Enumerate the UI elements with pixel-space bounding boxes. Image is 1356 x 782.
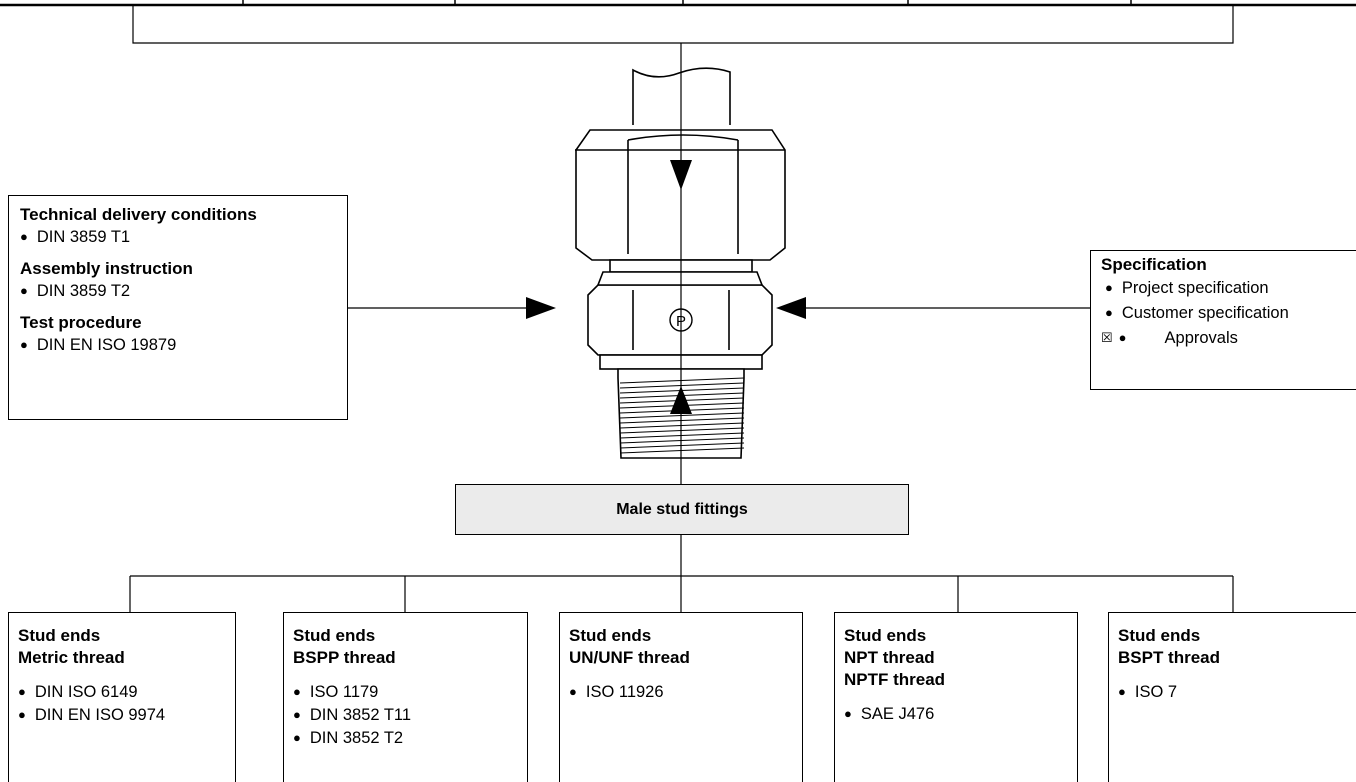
male-stud-fittings-box: Male stud fittings xyxy=(455,484,909,535)
specification-heading: Specification xyxy=(1101,255,1207,274)
standard-item: DIN 3852 T11 xyxy=(293,704,527,727)
male-stud-fittings-label: Male stud fittings xyxy=(616,500,748,518)
standard-item: ISO 7 xyxy=(1118,681,1356,704)
stud-ends-title: Stud ends xyxy=(1118,626,1201,645)
bullet-icon: ● xyxy=(1118,330,1127,345)
specification-panel: Specification Project specification Cust… xyxy=(1090,250,1356,390)
stud-ends-thread-type: NPT thread xyxy=(844,648,935,667)
arrow-down-top xyxy=(670,160,692,190)
arrow-left-right xyxy=(776,297,806,319)
specification-item: Customer specification xyxy=(1101,301,1356,326)
stud-ends-bspp-box: Stud ends BSPP thread ISO 1179 DIN 3852 … xyxy=(283,612,528,782)
approvals-row: ☒ ● Approvals xyxy=(1101,326,1356,350)
stud-ends-npt-box: Stud ends NPT thread NPTF thread SAE J47… xyxy=(834,612,1078,782)
stud-ends-title: Stud ends xyxy=(569,626,652,645)
specification-item: Project specification xyxy=(1101,276,1356,301)
stud-ends-title: Stud ends xyxy=(844,626,927,645)
stud-ends-thread-type: Metric thread xyxy=(18,648,125,667)
standard-item: DIN EN ISO 9974 xyxy=(18,704,235,727)
approvals-mark: ☒ xyxy=(1101,330,1113,345)
assembly-instruction-item: DIN 3859 T2 xyxy=(20,280,347,303)
arrow-right-left xyxy=(526,297,556,319)
top-connector xyxy=(132,5,1234,44)
stud-ends-title: Stud ends xyxy=(293,626,376,645)
standards-panel: Technical delivery conditions DIN 3859 T… xyxy=(8,195,348,420)
bottom-tree-connector xyxy=(129,535,1234,612)
test-procedure-heading: Test procedure xyxy=(20,313,142,332)
standard-item: SAE J476 xyxy=(844,703,1077,726)
standard-item: DIN 3852 T2 xyxy=(293,727,527,750)
standard-item: ISO 1179 xyxy=(293,681,527,704)
stud-ends-bspt-box: Stud ends BSPT thread ISO 7 xyxy=(1108,612,1356,782)
stud-ends-thread-type-alt: NPTF thread xyxy=(844,670,946,689)
stud-ends-thread-type: UN/UNF thread xyxy=(569,648,690,667)
test-procedure-item: DIN EN ISO 19879 xyxy=(20,334,347,357)
delivery-conditions-item: DIN 3859 T1 xyxy=(20,226,347,249)
stud-ends-thread-type: BSPP thread xyxy=(293,648,396,667)
assembly-instruction-heading: Assembly instruction xyxy=(20,259,193,278)
top-header-strip xyxy=(0,0,1356,7)
stud-ends-un-unf-box: Stud ends UN/UNF thread ISO 11926 xyxy=(559,612,803,782)
stud-ends-metric-box: Stud ends Metric thread DIN ISO 6149 DIN… xyxy=(8,612,236,782)
arrow-up-bottom xyxy=(670,386,692,414)
standard-item: ISO 11926 xyxy=(569,681,802,704)
stud-ends-title: Stud ends xyxy=(18,626,101,645)
delivery-conditions-heading: Technical delivery conditions xyxy=(20,205,257,224)
standard-item: DIN ISO 6149 xyxy=(18,681,235,704)
stud-ends-thread-type: BSPT thread xyxy=(1118,648,1221,667)
approvals-label: Approvals xyxy=(1164,329,1238,347)
